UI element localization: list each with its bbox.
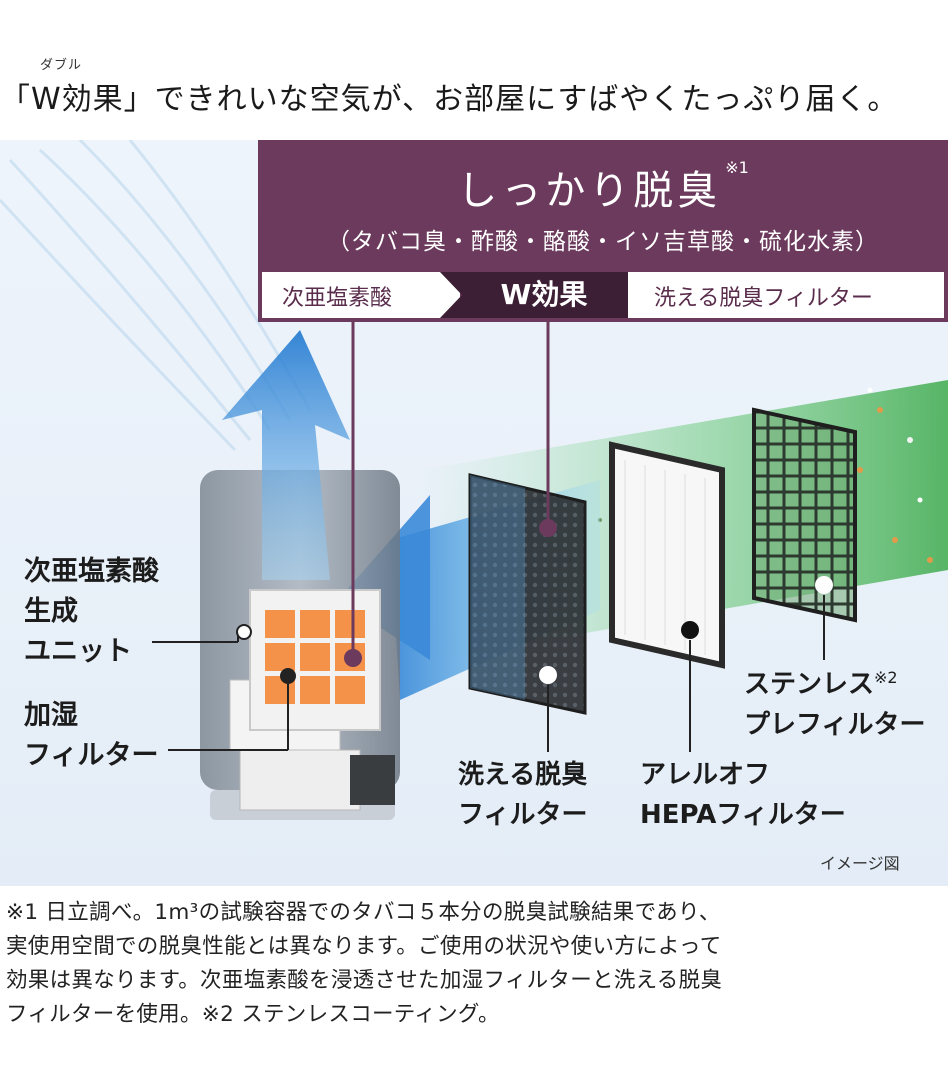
banner-title: しっかり脱臭 — [457, 168, 722, 214]
band-right: 洗える脱臭フィルター — [628, 272, 944, 318]
label-hepa-filter: アレルオフ HEPAフィルター — [640, 760, 846, 830]
footnote-line: ※1 日立調べ。1m³の試験容器でのタバコ５本分の脱臭試験結果であり、 — [6, 900, 721, 925]
illustration-art — [0, 140, 948, 820]
band-left-label: 次亜塩素酸 — [282, 286, 393, 311]
label-humidifier-filter: 加湿 フィルター — [24, 700, 159, 771]
headline: 「W効果」できれいな空気が、お部屋にすばやくたっぷり届く。 — [0, 82, 899, 117]
label-deodorizing-filter: 洗える脱臭 フィルター — [458, 760, 588, 830]
w-effect-shape — [440, 272, 650, 318]
banner-title-row: しっかり脱臭※1 — [258, 158, 948, 216]
footnote-line: 効果は異なります。次亜塩素酸を浸透させた加湿フィルターと洗える脱臭 — [6, 968, 723, 993]
headline-ruby: ダブル — [40, 58, 83, 73]
w-effect-label: W効果 — [500, 278, 588, 311]
label-unit: 次亜塩素酸 生成 ユニット — [24, 556, 159, 667]
banner-subtitle: （タバコ臭・酢酸・酪酸・イソ吉草酸・硫化水素） — [327, 229, 879, 255]
prefilter-note: ※2 — [874, 668, 898, 687]
band-left: 次亜塩素酸 — [262, 272, 460, 318]
image-note: イメージ図 — [820, 854, 900, 873]
footnote-line: 実使用空間での脱臭性能とは異なります。ご使用の状況や使い方によって — [6, 934, 722, 959]
footnote-line: フィルターを使用。※2 ステンレスコーティング。 — [6, 1002, 500, 1027]
band-right-label: 洗える脱臭フィルター — [654, 286, 873, 311]
banner-title-note: ※1 — [725, 158, 749, 177]
label-prefilter: ステンレス※2 プレフィルター — [744, 668, 926, 740]
footnote: ※1 日立調べ。1m³の試験容器でのタバコ５本分の脱臭試験結果であり、 実使用空… — [6, 896, 946, 1032]
